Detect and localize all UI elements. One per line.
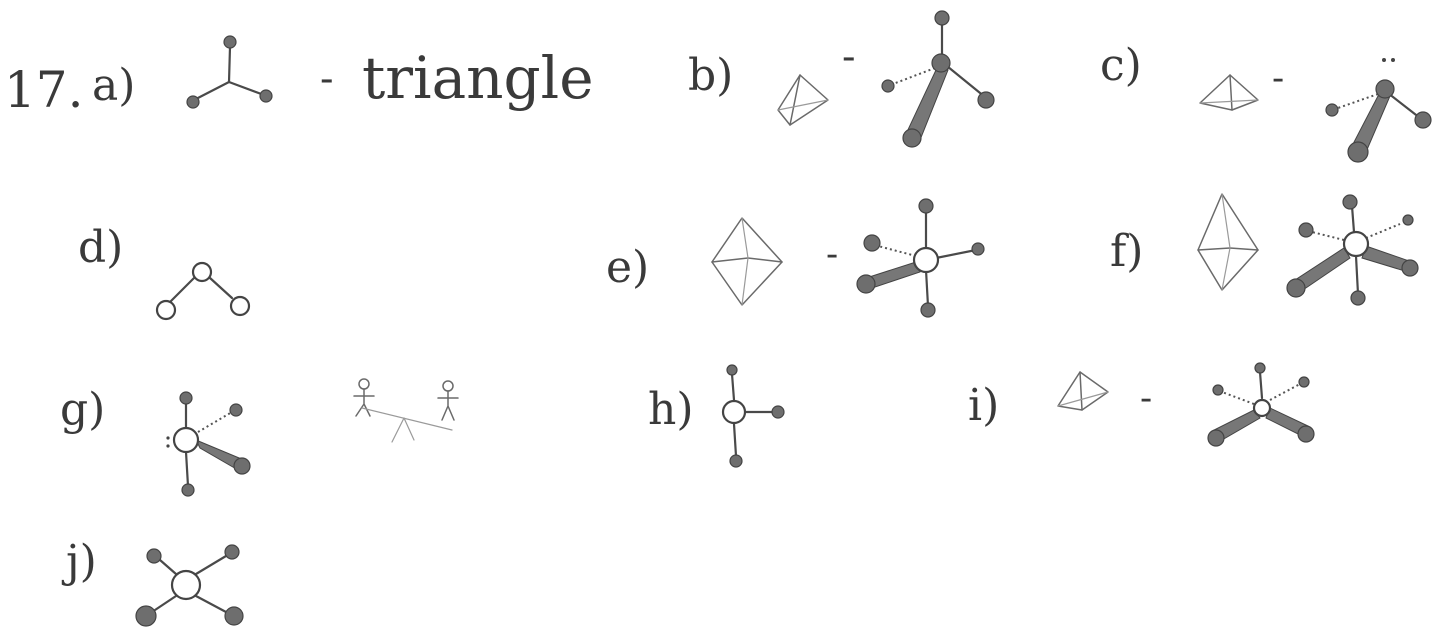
trigonal-pyramidal-molecule-sketch — [1325, 58, 1432, 163]
octahedron-sketch — [711, 217, 783, 306]
part-a: a) - triangle — [92, 35, 594, 112]
trigonal-planar-sketch — [186, 35, 273, 109]
part-j: j) — [61, 536, 244, 627]
problem-number: 17. — [4, 61, 84, 119]
part-i: i) - — [968, 362, 1315, 447]
t-shaped-molecule-sketch — [721, 364, 785, 468]
part-d: d) — [78, 222, 251, 321]
part-e-dash: - — [826, 234, 838, 275]
pyramid-sketch — [1199, 74, 1259, 111]
part-b-dash: - — [842, 34, 856, 80]
part-d-label: d) — [78, 222, 123, 273]
part-e-label: e) — [606, 242, 649, 293]
part-h-label: h) — [648, 384, 694, 435]
seesaw-molecule-sketch — [166, 391, 251, 497]
tetrahedral-molecule-sketch — [881, 10, 995, 148]
square-planar-molecule-sketch — [135, 544, 244, 627]
part-h: h) — [648, 364, 785, 468]
bipyramid-sketch — [1197, 193, 1259, 291]
part-i-label: i) — [968, 380, 999, 431]
part-b: b) - — [688, 10, 995, 148]
part-c-dash: - — [1272, 58, 1284, 99]
part-a-label: a) — [92, 60, 135, 111]
octahedral-molecule-sketch — [856, 198, 985, 318]
part-j-label: j) — [61, 536, 97, 587]
part-g-label: g) — [60, 384, 105, 435]
part-a-dash: - — [320, 56, 334, 102]
tetrahedron-sketch — [777, 74, 829, 126]
part-b-label: b) — [688, 50, 733, 101]
part-f: f) — [1110, 193, 1419, 306]
part-g: g) — [60, 378, 459, 497]
seesaw-stick-figures-doodle — [353, 378, 459, 443]
small-pyramid-sketch — [1057, 371, 1109, 411]
bent-molecule-sketch — [155, 261, 251, 321]
part-f-label: f) — [1110, 226, 1143, 277]
part-i-dash: - — [1140, 378, 1152, 419]
part-a-note: triangle — [362, 44, 594, 112]
part-c: c) - — [1100, 40, 1432, 163]
square-pyramidal-molecule-sketch — [1286, 194, 1419, 306]
part-c-label: c) — [1100, 40, 1142, 91]
square-pyramidal-molecule-sketch-2 — [1207, 362, 1315, 447]
part-e: e) - — [606, 198, 985, 318]
